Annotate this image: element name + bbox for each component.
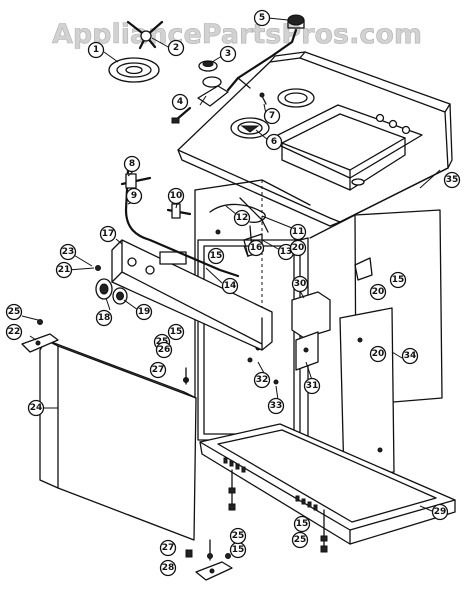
svg-text:15: 15: [392, 275, 405, 285]
callout-20b: 20: [369, 283, 387, 301]
base-tray-drawing: [185, 423, 456, 581]
front-door-drawing: [21, 319, 197, 541]
callout-1: 1: [87, 41, 105, 59]
svg-text:35: 35: [446, 175, 459, 185]
callout-25a: 25: [5, 303, 23, 321]
callout-26: 26: [155, 341, 173, 359]
svg-text:25: 25: [294, 535, 307, 545]
callout-27a: 27: [149, 361, 167, 379]
callout-2: 2: [167, 39, 185, 57]
svg-text:22: 22: [8, 327, 21, 337]
callout-33: 33: [267, 397, 285, 415]
svg-text:7: 7: [269, 111, 275, 121]
callout-20c: 20: [369, 345, 387, 363]
svg-text:33: 33: [270, 401, 283, 411]
svg-text:13: 13: [280, 247, 293, 257]
callout-22: 22: [5, 323, 23, 341]
callout-25c: 25: [229, 527, 247, 545]
svg-text:10: 10: [170, 191, 183, 201]
svg-text:14: 14: [224, 281, 237, 291]
callout-27b: 27: [159, 539, 177, 557]
svg-text:12: 12: [236, 213, 249, 223]
svg-text:27: 27: [152, 365, 165, 375]
svg-text:24: 24: [30, 403, 43, 413]
svg-text:30: 30: [294, 279, 307, 289]
callout-23: 23: [59, 243, 77, 261]
callout-35: 35: [443, 171, 461, 189]
svg-text:32: 32: [256, 375, 269, 385]
callout-15e: 15: [293, 515, 311, 533]
svg-text:3: 3: [225, 49, 231, 59]
callout-11: 11: [289, 223, 307, 241]
svg-text:2: 2: [173, 43, 179, 53]
callout-31: 31: [303, 377, 321, 395]
svg-text:15: 15: [170, 327, 183, 337]
svg-text:26: 26: [158, 345, 171, 355]
callout-19: 19: [135, 303, 153, 321]
watermark: AppliancePartsPros.com: [52, 19, 422, 50]
callout-24: 24: [27, 399, 45, 417]
svg-text:15: 15: [232, 545, 245, 555]
callout-15b: 15: [389, 271, 407, 289]
callout-16: 16: [247, 239, 265, 257]
callout-15d: 15: [229, 541, 247, 559]
svg-text:25: 25: [156, 337, 169, 347]
svg-text:15: 15: [210, 251, 223, 261]
svg-text:11: 11: [292, 227, 305, 237]
callout-15c: 15: [167, 323, 185, 341]
svg-text:23: 23: [62, 247, 75, 257]
callout-3: 3: [219, 45, 237, 63]
svg-text:34: 34: [404, 351, 417, 361]
callout-6: 6: [265, 133, 283, 151]
callout-8: 8: [123, 155, 141, 173]
callout-29: 29: [431, 503, 449, 521]
svg-text:4: 4: [177, 97, 183, 107]
svg-text:8: 8: [129, 159, 135, 169]
callout-5: 5: [253, 9, 271, 27]
svg-text:27: 27: [162, 543, 175, 553]
callout-30: 30: [291, 275, 309, 293]
callout-34: 34: [401, 347, 419, 365]
burner-parts-drawing: [108, 14, 305, 124]
svg-text:1: 1: [93, 45, 99, 55]
svg-text:6: 6: [271, 137, 277, 147]
callout-7: 7: [263, 107, 281, 125]
svg-text:19: 19: [138, 307, 151, 317]
svg-text:17: 17: [102, 229, 115, 239]
svg-text:25: 25: [8, 307, 21, 317]
tray-slots: [223, 457, 318, 511]
callouts: 1 2 3 4 5 6 7 8 9 10 11 12 13 14 15 15 1…: [5, 9, 461, 577]
svg-text:15: 15: [296, 519, 309, 529]
control-panel-drawing: [95, 168, 273, 351]
svg-text:9: 9: [131, 191, 137, 201]
callout-9: 9: [125, 187, 143, 205]
callout-4: 4: [171, 93, 189, 111]
callout-28: 28: [159, 559, 177, 577]
svg-text:5: 5: [259, 13, 265, 23]
callout-21: 21: [55, 261, 73, 279]
svg-text:25: 25: [232, 531, 245, 541]
svg-text:21: 21: [58, 265, 71, 275]
svg-text:18: 18: [98, 313, 111, 323]
top-panel-drawing: [177, 51, 453, 227]
callout-18: 18: [95, 309, 113, 327]
callout-17: 17: [99, 225, 117, 243]
callout-20a: 20: [289, 239, 307, 257]
callout-10: 10: [167, 187, 185, 205]
svg-text:16: 16: [250, 243, 263, 253]
svg-text:31: 31: [306, 381, 319, 391]
svg-text:28: 28: [162, 563, 175, 573]
callout-15a: 15: [207, 247, 225, 265]
callout-14: 14: [221, 277, 239, 295]
svg-text:29: 29: [434, 507, 447, 517]
callout-25d: 25: [291, 531, 309, 549]
callout-32: 32: [253, 371, 271, 389]
callout-12: 12: [233, 209, 251, 227]
svg-text:20: 20: [292, 243, 305, 253]
svg-text:20: 20: [372, 349, 385, 359]
svg-text:20: 20: [372, 287, 385, 297]
